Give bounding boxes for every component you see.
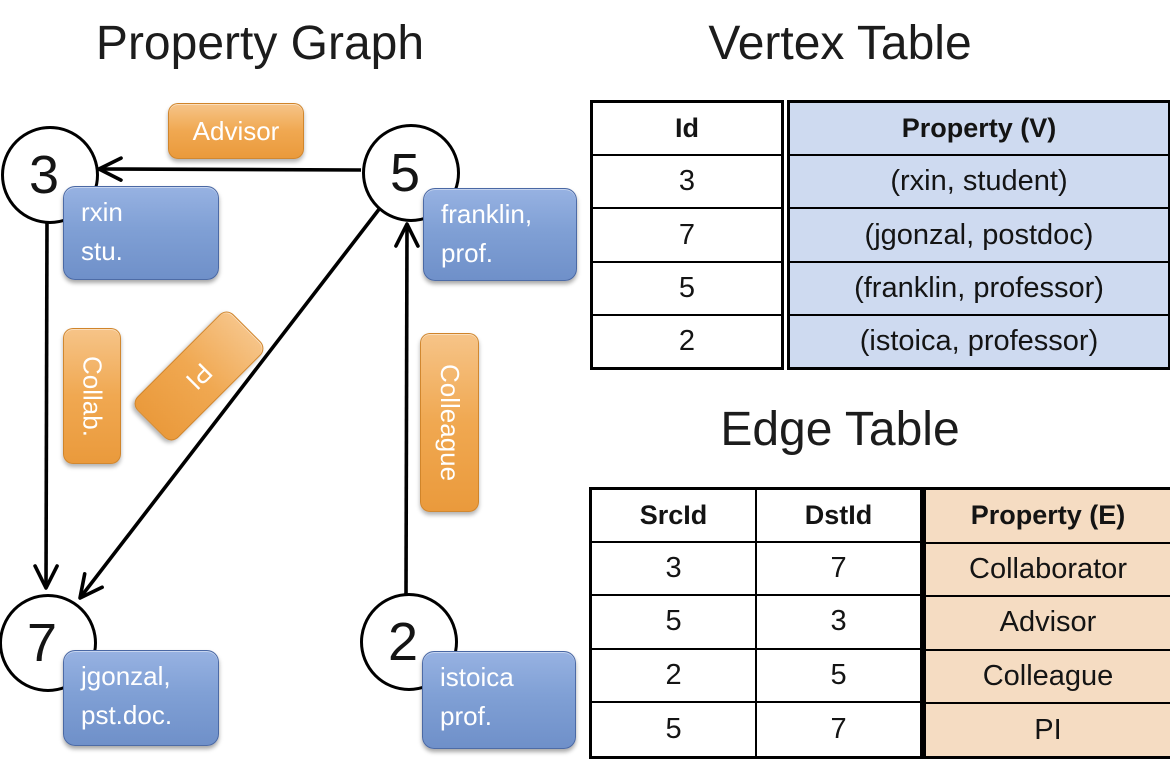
edge-table-id-columns: SrcId 3 5 2 5 DstId 7 3 5 7 — [589, 487, 923, 759]
node-id-label: 5 — [389, 143, 421, 203]
edge-label-colleague: Colleague — [420, 333, 479, 512]
node-id-label: 3 — [28, 145, 60, 205]
vertex-property-cell: (rxin, student) — [790, 156, 1168, 210]
edge-property-cell: Collaborator — [926, 544, 1170, 598]
node-id-label: 2 — [387, 612, 419, 672]
vertex-property-cell: (franklin, professor) — [790, 263, 1168, 316]
vertex-table-id-column: Id 3 7 5 2 — [590, 100, 784, 370]
edge-property-cell: PI — [1034, 713, 1062, 746]
graph-node-2: 2 — [360, 593, 458, 691]
vertex-table: Id 3 7 5 2 Property (V) (rxin, student) … — [590, 100, 1170, 370]
edge-table-property-column: Property (E) Collaborator Advisor Collea… — [923, 487, 1170, 759]
edge-srcid-cell: 3 — [592, 543, 758, 597]
vertex-property-line: pst.doc. — [81, 700, 173, 730]
edge-line-3-7 — [33, 217, 59, 590]
edge-table-header-property: Property (E) — [926, 490, 1170, 544]
vertex-table-header-id: Id — [593, 103, 781, 157]
vertex-property-cell: (istoica, professor) — [859, 324, 1099, 357]
vertex-table-title: Vertex Table — [708, 17, 972, 70]
edge-srcid-cell: 5 — [592, 596, 758, 650]
edge-line-2-5 — [394, 222, 420, 595]
vertex-property-line: franklin, — [441, 199, 533, 229]
edge-label-collab: Collab. — [63, 328, 121, 464]
vertex-id-cell: 2 — [678, 324, 696, 357]
vertex-id-cell: 5 — [593, 263, 781, 316]
edge-label-advisor: Advisor — [168, 103, 304, 159]
edge-table: SrcId 3 5 2 5 DstId 7 3 5 7 Property (E)… — [589, 487, 1170, 759]
vertex-table-property-column: Property (V) (rxin, student) (jgonzal, p… — [787, 100, 1170, 370]
vertex-property-box-istoica: istoica prof. — [422, 651, 576, 749]
edge-table-header-dstid: DstId — [757, 490, 920, 544]
vertex-property-line: prof. — [440, 701, 493, 731]
edge-srcid-cell: 5 — [592, 702, 758, 756]
edge-line-5-7 — [78, 206, 382, 600]
edge-dstid-cell: 3 — [757, 596, 920, 650]
vertex-property-line: stu. — [81, 236, 123, 266]
vertex-property-line: jgonzal, — [81, 661, 171, 691]
vertex-property-cell: (jgonzal, postdoc) — [790, 209, 1168, 263]
property-graph-title: Property Graph — [95, 17, 425, 70]
vertex-property-line: prof. — [441, 238, 494, 268]
edge-line-5-3 — [97, 156, 362, 182]
vertex-property-box-jgonzal: jgonzal, pst.doc. — [63, 650, 219, 746]
edge-property-cell: Advisor — [926, 597, 1170, 651]
node-id-label: 7 — [26, 613, 58, 673]
edge-dstid-cell: 7 — [757, 543, 920, 597]
vertex-property-line: rxin — [81, 197, 123, 227]
vertex-table-header-property: Property (V) — [790, 103, 1168, 157]
vertex-property-line: istoica — [440, 662, 514, 692]
edge-table-title: Edge Table — [720, 403, 960, 456]
vertex-id-cell: 3 — [593, 156, 781, 210]
edge-property-cell: Colleague — [926, 651, 1170, 705]
graph-node-5: 5 — [362, 124, 460, 222]
graph-edges-layer — [33, 156, 420, 600]
vertex-property-box-rxin: rxin stu. — [63, 186, 219, 280]
edge-dstid-cell: 5 — [757, 650, 920, 703]
edge-table-header-srcid: SrcId — [592, 490, 758, 544]
vertex-id-cell: 7 — [593, 209, 781, 263]
edge-dstid-cell: 7 — [830, 712, 847, 745]
edge-srcid-cell: 2 — [592, 649, 758, 703]
vertex-property-box-franklin: franklin, prof. — [423, 188, 577, 281]
